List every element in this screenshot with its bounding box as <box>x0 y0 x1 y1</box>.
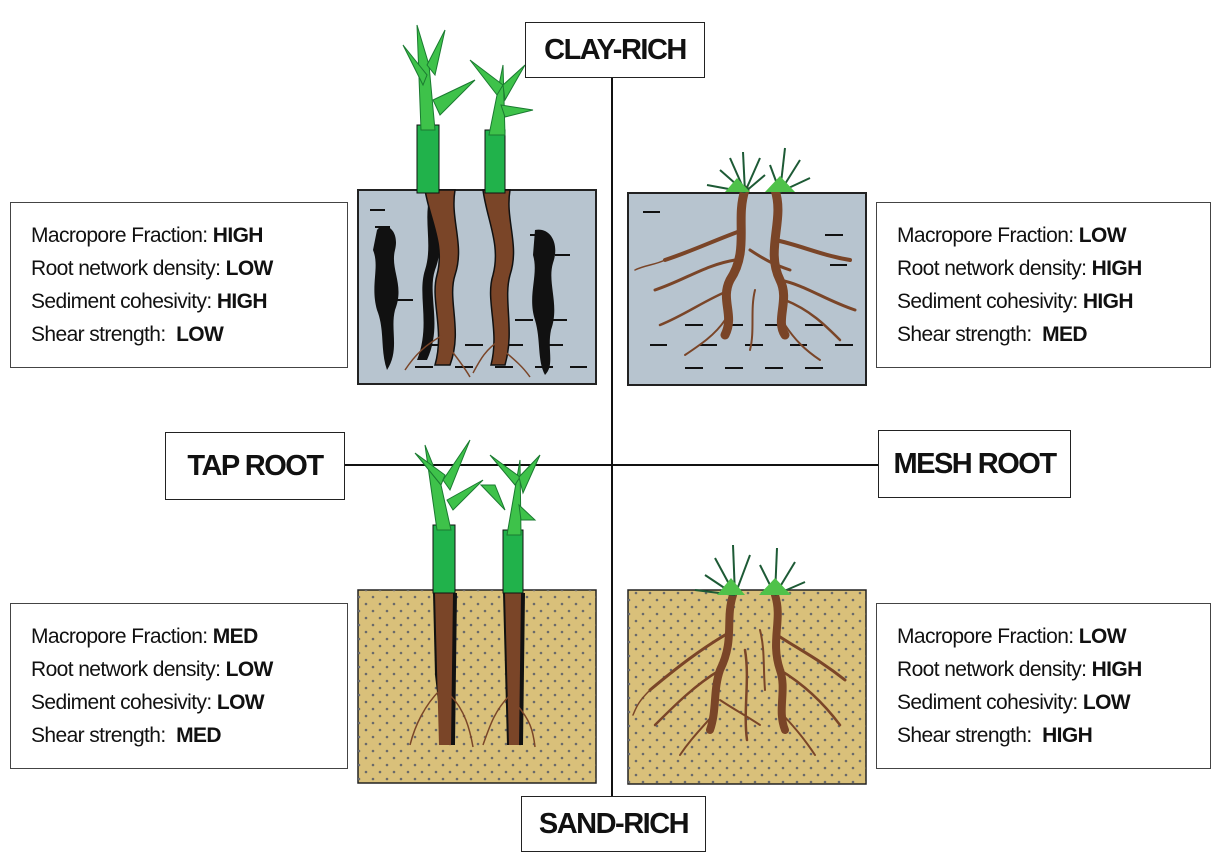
info-line: Root network density: LOW <box>31 653 347 686</box>
info-line: Root network density: HIGH <box>897 653 1210 686</box>
axis-label-sand-rich: SAND-RICH <box>521 796 706 852</box>
info-line: Sediment cohesivity: HIGH <box>31 285 347 318</box>
sand-mesh-root-illustration <box>625 540 870 788</box>
info-line: Sediment cohesivity: LOW <box>897 686 1210 719</box>
info-line: Shear strength: MED <box>897 318 1210 351</box>
sand-tap-root-illustration <box>355 425 600 787</box>
info-line: Root network density: LOW <box>31 252 347 285</box>
info-line: Macropore Fraction: LOW <box>897 620 1210 653</box>
info-line: Macropore Fraction: MED <box>31 620 347 653</box>
clay-mesh-root-illustration <box>625 140 870 390</box>
info-line: Macropore Fraction: LOW <box>897 219 1210 252</box>
info-line: Shear strength: HIGH <box>897 719 1210 752</box>
info-box-clay-tap: Macropore Fraction: HIGH Root network de… <box>10 202 348 368</box>
info-box-sand-tap: Macropore Fraction: MED Root network den… <box>10 603 348 769</box>
axis-label-mesh-root: MESH ROOT <box>878 430 1071 498</box>
info-line: Shear strength: LOW <box>31 318 347 351</box>
info-line: Root network density: HIGH <box>897 252 1210 285</box>
info-line: Sediment cohesivity: HIGH <box>897 285 1210 318</box>
info-line: Sediment cohesivity: LOW <box>31 686 347 719</box>
axis-label-clay-rich: CLAY-RICH <box>525 22 705 78</box>
vertical-axis-line <box>611 70 613 850</box>
axis-label-tap-root: TAP ROOT <box>165 432 345 500</box>
info-box-sand-mesh: Macropore Fraction: LOW Root network den… <box>876 603 1211 769</box>
info-line: Macropore Fraction: HIGH <box>31 219 347 252</box>
info-box-clay-mesh: Macropore Fraction: LOW Root network den… <box>876 202 1211 368</box>
info-line: Shear strength: MED <box>31 719 347 752</box>
